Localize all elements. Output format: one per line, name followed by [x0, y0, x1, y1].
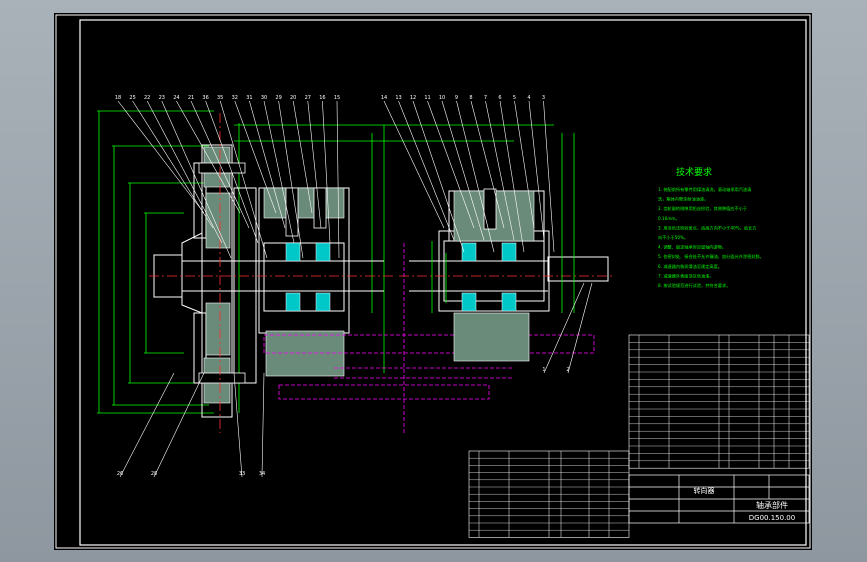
- svg-text:30: 30: [261, 95, 267, 101]
- title-block: [628, 474, 810, 524]
- tech-req-line: 0.16mm。: [658, 216, 680, 221]
- svg-text:25: 25: [129, 95, 135, 101]
- leader-16: 16: [319, 95, 331, 244]
- leader-13: 13: [395, 95, 455, 241]
- svg-text:8: 8: [469, 95, 472, 101]
- leader-18: 18: [115, 95, 205, 214]
- svg-text:1: 1: [542, 367, 545, 373]
- leader-35: 35: [217, 95, 268, 259]
- svg-text:28: 28: [151, 471, 157, 477]
- svg-text:4: 4: [527, 95, 530, 101]
- leader-34: 34: [259, 372, 265, 478]
- svg-text:33: 33: [239, 471, 245, 477]
- tech-req-line: 1. 装配前所有零件用煤油清洗，滚动轴承用汽油清: [658, 186, 751, 193]
- tech-req-title: 技术要求: [676, 166, 712, 178]
- svg-text:34: 34: [259, 471, 265, 477]
- leader-26: 26: [117, 372, 175, 478]
- svg-text:29: 29: [275, 95, 281, 101]
- leader-32: 32: [232, 95, 277, 214]
- tech-req-line: 5. 各密封处、接合处不允许漏油，剖分面允许涂密封胶。: [658, 253, 764, 260]
- parts-list-upper: [628, 334, 810, 469]
- leader-4: 4: [527, 95, 545, 241]
- tech-req-line: 洗，箱体内壁涂耐油油漆。: [658, 196, 708, 203]
- leader-31: 31: [246, 95, 286, 229]
- leader-9: 9: [455, 95, 495, 253]
- svg-text:32: 32: [232, 95, 238, 101]
- svg-text:12: 12: [410, 95, 416, 101]
- leader-29: 29: [275, 95, 304, 259]
- leader-20: 20: [290, 95, 313, 214]
- svg-text:31: 31: [246, 95, 252, 101]
- leader-24: 24: [173, 95, 241, 214]
- svg-text:9: 9: [455, 95, 458, 101]
- tech-req-line: 向不小于50%。: [658, 234, 688, 241]
- right-assembly-view: [399, 133, 614, 362]
- leader-23: 23: [159, 95, 232, 259]
- drawing-number: DG00.150.00: [749, 514, 795, 522]
- leader-2: 2: [566, 282, 593, 374]
- inner-border: [79, 19, 807, 546]
- svg-text:21: 21: [188, 95, 194, 101]
- svg-text:5: 5: [513, 95, 516, 101]
- leader-36: 36: [202, 95, 259, 244]
- leader-30: 30: [261, 95, 295, 244]
- leader-25: 25: [129, 95, 214, 229]
- svg-text:11: 11: [424, 95, 430, 101]
- svg-text:13: 13: [395, 95, 401, 101]
- leader-8: 8: [469, 95, 505, 229]
- leader-21: 21: [188, 95, 250, 229]
- svg-text:20: 20: [290, 95, 296, 101]
- leader-6: 6: [498, 95, 525, 253]
- leader-33: 33: [233, 372, 245, 478]
- leader-12: 12: [410, 95, 465, 253]
- svg-text:23: 23: [159, 95, 165, 101]
- svg-text:26: 26: [117, 471, 123, 477]
- tech-req-line: 4. 调整、固定轴承时应留轴向游隙。: [658, 244, 726, 251]
- svg-text:16: 16: [319, 95, 325, 101]
- tech-req-line: 3. 用涂色法检验斑点，齿高方向不小于40%，齿长方: [658, 224, 756, 231]
- svg-text:7: 7: [484, 95, 487, 101]
- leader-28: 28: [151, 372, 205, 478]
- svg-text:15: 15: [334, 95, 340, 101]
- drawing-name: 轴承部件: [756, 500, 788, 510]
- leader-27: 27: [305, 95, 322, 229]
- tech-req-line: 7. 减速器外表面涂灰色油漆。: [658, 272, 714, 279]
- tech-req-line: 8. 按试验规范进行试验，并符合要求。: [658, 282, 730, 289]
- svg-text:18: 18: [115, 95, 121, 101]
- leader-14: 14: [381, 95, 445, 229]
- tech-req-line: 2. 齿轮副的侧隙用铅丝检验，其侧隙值应不小于: [658, 205, 747, 212]
- technical-requirements: 技术要求 1. 装配前所有零件用煤油清洗，滚动轴承用汽油清洗，箱体内壁涂耐油油漆…: [658, 166, 764, 289]
- svg-text:10: 10: [439, 95, 445, 101]
- svg-text:2: 2: [566, 367, 569, 373]
- svg-text:36: 36: [202, 95, 208, 101]
- leader-3: 3: [542, 95, 555, 253]
- svg-text:6: 6: [498, 95, 501, 101]
- tech-req-line: 6. 减速器内装润滑油至规定高度。: [658, 263, 722, 270]
- leader-10: 10: [439, 95, 485, 241]
- left-assembly-view: [97, 110, 595, 433]
- parts-list-lower: [468, 450, 630, 538]
- leader-1: 1: [542, 282, 585, 374]
- leader-15: 15: [334, 95, 340, 259]
- svg-text:3: 3: [542, 95, 545, 101]
- assembly-drawing: 1825222324213635323130292027161514131211…: [55, 14, 811, 549]
- svg-text:35: 35: [217, 95, 223, 101]
- leader-11: 11: [424, 95, 475, 229]
- part-label: 转向器: [694, 486, 715, 495]
- outer-border: [55, 14, 811, 549]
- svg-text:14: 14: [381, 95, 387, 101]
- leader-5: 5: [513, 95, 535, 229]
- svg-text:22: 22: [144, 95, 150, 101]
- leader-7: 7: [484, 95, 515, 241]
- leader-22: 22: [144, 95, 223, 244]
- svg-text:24: 24: [173, 95, 179, 101]
- svg-text:27: 27: [305, 95, 311, 101]
